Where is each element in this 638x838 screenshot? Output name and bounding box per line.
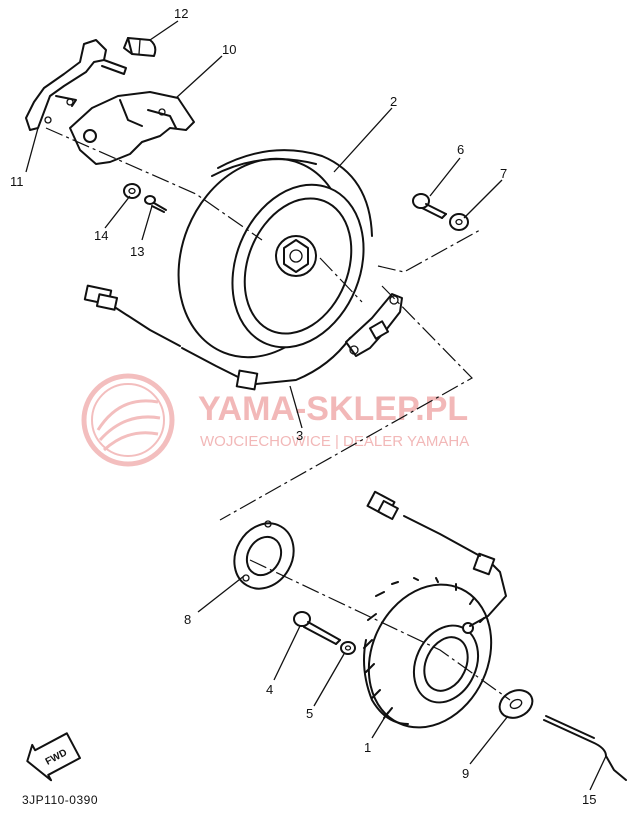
leader-lines	[25, 20, 607, 791]
forward-arrow-icon: FWD	[26, 732, 81, 782]
part-6-bolt	[412, 193, 447, 219]
part-10-cover	[69, 91, 195, 165]
callout-7: 7	[500, 166, 507, 181]
part-9-washer	[498, 689, 534, 719]
watermark-brand: YAMA-SKLEP.PL	[198, 390, 468, 428]
callout-10: 10	[222, 42, 236, 57]
watermark: YAMA-SKLEP.PL WOJCIECHOWICE | DEALER YAM…	[81, 373, 469, 467]
part-12-plug	[123, 37, 157, 57]
part-4-bolt	[293, 611, 341, 645]
part-11-bracket	[25, 39, 127, 131]
callout-3: 3	[296, 428, 303, 443]
watermark-logo	[81, 373, 175, 467]
callout-1: 1	[364, 740, 371, 755]
callout-14: 14	[94, 228, 108, 243]
callout-numbers: 12 10 11 14 13 2 6 7 3 8 4 5 1 9 15	[10, 6, 596, 807]
callout-2: 2	[390, 94, 397, 109]
diagram-code: 3JP110-0390	[22, 793, 98, 807]
part-15-clamp	[543, 715, 627, 781]
part-7-washer	[449, 213, 469, 231]
part-8-seal	[233, 520, 295, 590]
watermark-tagline: WOJCIECHOWICE | DEALER YAMAHA	[200, 433, 469, 450]
callout-12: 12	[174, 6, 188, 21]
alignment-lines	[45, 127, 511, 701]
part-1-stator	[363, 490, 507, 729]
callout-15: 15	[582, 792, 596, 807]
part-5-washer	[340, 641, 356, 655]
part-14-washer	[123, 183, 141, 199]
callout-13: 13	[130, 244, 144, 259]
callout-9: 9	[462, 766, 469, 781]
callout-4: 4	[266, 682, 273, 697]
callout-11: 11	[10, 174, 24, 189]
part-3-pickup-coil	[83, 284, 403, 391]
part-2-flywheel	[177, 149, 373, 359]
callout-8: 8	[184, 612, 191, 627]
callout-5: 5	[306, 706, 313, 721]
part-13-screw	[144, 195, 167, 213]
callout-6: 6	[457, 142, 464, 157]
